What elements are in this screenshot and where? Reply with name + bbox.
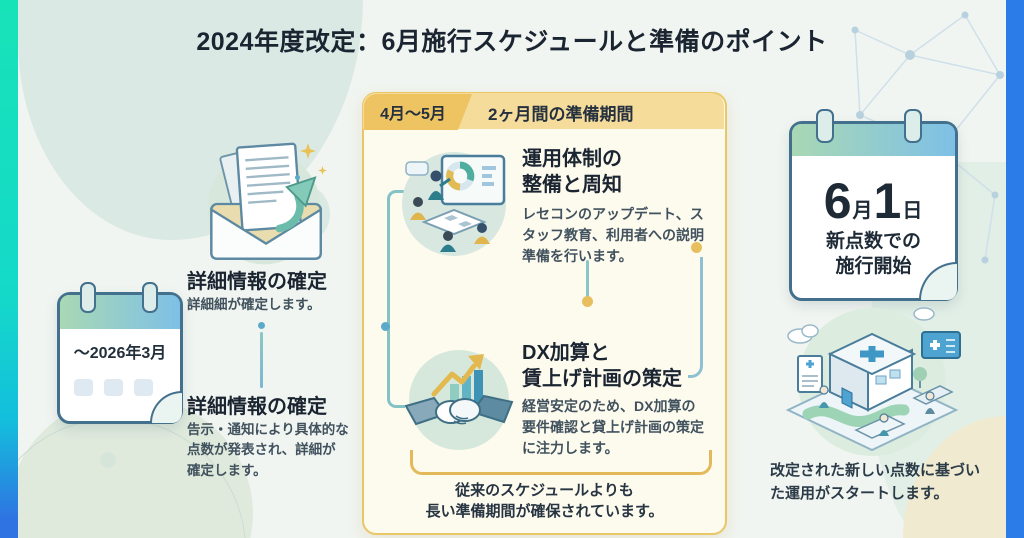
month-unit: 月 [852, 200, 873, 222]
calendar-cell [134, 379, 153, 396]
day-number: 1 [873, 173, 902, 229]
step2-heading: 詳細情報の確定 [187, 396, 327, 418]
page-curl-icon [150, 391, 182, 423]
accent-bar-left [0, 0, 18, 538]
panel-note: 従来のスケジュールよりも 長い準備期間が確保されています。 [425, 482, 664, 520]
item1-body: レセコンのアップデート、スタッフ教育、利用者への説明準備を行います。 [522, 206, 704, 264]
timeline-connector [260, 332, 263, 388]
calendar-date: 6 月 1 日 [792, 160, 955, 226]
item2-body: 経営安定のため、DX加算の要件確認と貸上げ計画の策定に注力します。 [522, 398, 704, 456]
calendar-ring-icon [80, 282, 96, 313]
calendar-label: 〜2026年3月 [73, 345, 167, 362]
step2-body: 告示・通知により具体的な点数が発表され、詳細が確定します。 [187, 422, 349, 478]
team-meeting-icon [402, 152, 506, 256]
step1-heading: 詳細情報の確定 [187, 271, 327, 293]
connector-dot-blue [381, 322, 390, 331]
calendar-header [60, 295, 180, 329]
calendar-ring-icon [904, 109, 922, 143]
day-unit: 日 [902, 200, 923, 222]
connector-hook-right [688, 257, 703, 378]
calendar-icon: 〜2026年3月 [57, 282, 183, 424]
accent-bar-right [1006, 0, 1024, 538]
decorative-dot [100, 452, 116, 468]
connector-dot-yellow [691, 242, 702, 253]
clinic-building-icon [785, 307, 961, 456]
month-number: 6 [823, 173, 852, 229]
sparkle-dot-icon [295, 175, 300, 180]
envelope-documents-icon [207, 142, 322, 265]
connector-line-middle [586, 260, 589, 298]
calendar-caption: 新点数での 施行開始 [825, 231, 921, 277]
calendar-cell [74, 379, 93, 396]
item1-heading: 運用体制の 整備と周知 [522, 148, 622, 197]
preparation-panel: 4月〜5月 2ヶ月間の準備期間 運用体制の 整備と周知 レセコ [362, 92, 727, 535]
connector-bracket-bottom [410, 450, 712, 475]
calendar-cell [104, 379, 123, 396]
panel-title: 2ヶ月間の準備期間 [488, 104, 634, 124]
sparkle-icon [318, 166, 327, 175]
panel-tab-months: 4月〜5月 [364, 94, 472, 130]
connector-dot-yellow [582, 296, 593, 307]
timeline-dot [258, 322, 265, 329]
step1-body: 詳細細が確定します。 [187, 297, 321, 312]
calendar-ring-icon [142, 282, 158, 313]
calendar-flip-icon: 6 月 1 日 新点数での 施行開始 [789, 109, 958, 301]
connector-bracket-left [387, 190, 405, 408]
item2-heading: DX加算と 賃上げ計画の策定 [522, 342, 682, 391]
handshake-growth-icon [404, 350, 514, 450]
page-title: 2024年度改定：6月施行スケジュールと準備のポイント [196, 28, 828, 56]
calendar-ring-icon [816, 109, 834, 143]
right-caption: 改定された新しい点数に基づいた運用がスタートします。 [770, 462, 981, 503]
